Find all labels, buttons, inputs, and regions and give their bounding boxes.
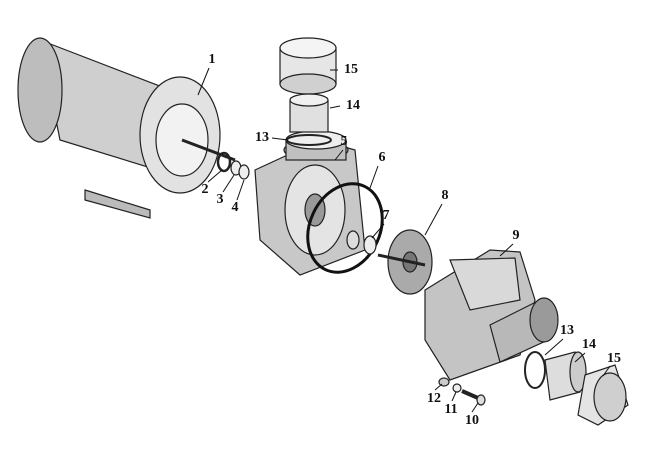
part-label-14-side: 14 bbox=[582, 337, 596, 352]
part-label-5: 5 bbox=[340, 134, 348, 149]
impeller-illustration bbox=[377, 229, 433, 295]
part-label-15-top: 15 bbox=[344, 62, 358, 77]
part-label-2: 2 bbox=[201, 182, 209, 197]
leader-lines bbox=[197, 67, 611, 413]
diffuser-cover-illustration bbox=[424, 249, 559, 381]
part-label-9: 9 bbox=[512, 228, 520, 243]
part-label-10: 10 bbox=[465, 413, 479, 428]
top-union-illustration bbox=[279, 37, 337, 146]
motor-illustration bbox=[17, 37, 236, 219]
part-label-7: 7 bbox=[382, 208, 390, 223]
part-label-1: 1 bbox=[208, 52, 216, 67]
part-label-13-top: 13 bbox=[255, 130, 269, 145]
side-union-illustration bbox=[524, 351, 629, 426]
housing-o-ring-illustration bbox=[306, 182, 384, 274]
part-label-3: 3 bbox=[216, 192, 224, 207]
part-label-11: 11 bbox=[444, 402, 458, 417]
slinger-ring bbox=[216, 151, 232, 173]
part-label-6: 6 bbox=[378, 150, 386, 165]
part-label-15-side: 15 bbox=[607, 351, 621, 366]
part-label-4: 4 bbox=[231, 200, 239, 215]
part-label-8: 8 bbox=[441, 188, 449, 203]
part-label-13-side: 13 bbox=[560, 323, 574, 338]
part-label-12: 12 bbox=[427, 391, 441, 406]
part-label-14-top: 14 bbox=[346, 98, 360, 113]
